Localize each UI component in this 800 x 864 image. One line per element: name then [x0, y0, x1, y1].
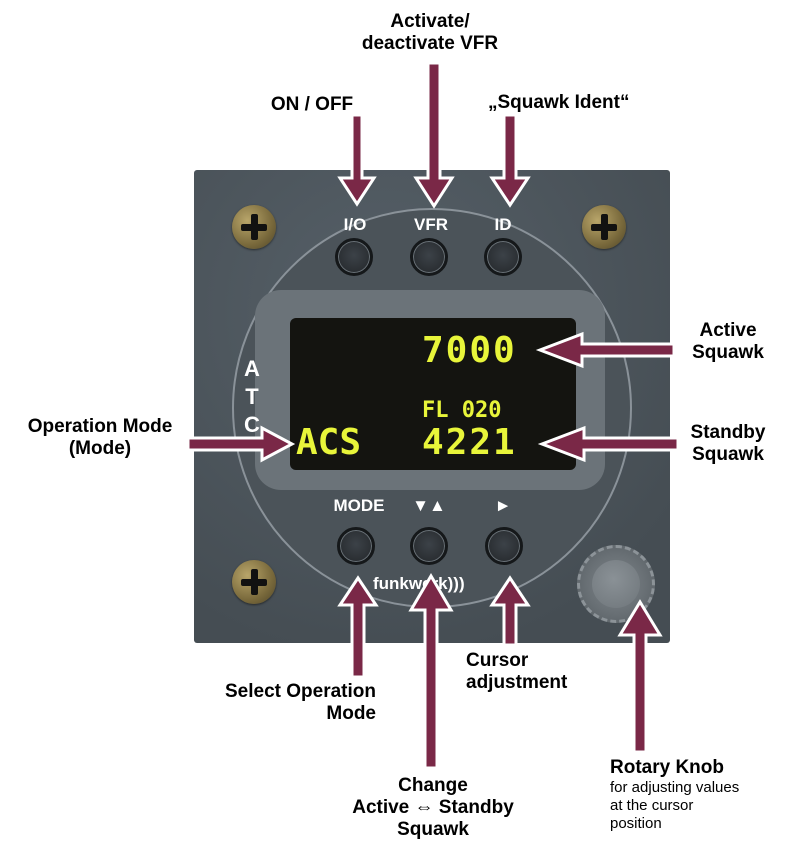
cursor-callout-line1: Cursor — [466, 650, 529, 671]
standby-squawk-callout-line1: Standby — [690, 422, 766, 443]
swap-button-label: ▼▲ — [412, 496, 446, 515]
cursor-callout-line2: adjustment — [466, 672, 568, 693]
onoff-callout-label: ON / OFF — [270, 94, 354, 115]
select-mode-callout-line1: Select Operation — [225, 681, 376, 702]
cursor-button[interactable] — [485, 527, 523, 565]
change-callout-line2: Active ⇔ Standby — [352, 797, 514, 818]
rotary-callout-line2: at the cursor — [610, 797, 694, 814]
standby-squawk-callout-line2: Squawk — [692, 444, 764, 465]
vfr-callout-line1: Activate/ — [390, 11, 470, 32]
swap-button[interactable] — [410, 527, 448, 565]
active-squawk-callout-line1: Active — [699, 320, 757, 341]
arrow-ident — [489, 113, 531, 208]
select-mode-callout-line2: Mode — [326, 703, 376, 724]
vfr-button-label: VFR — [414, 215, 448, 234]
ident-callout-label: „Squawk Ident“ — [488, 92, 630, 113]
screw-icon-top-left — [232, 205, 276, 249]
vfr-callout-line2: deactivate VFR — [361, 33, 499, 54]
change-callout-line1: Change — [398, 775, 468, 796]
vfr-callout-label: Activate/ deactivate VFR — [350, 11, 510, 55]
io-button[interactable] — [335, 238, 373, 276]
mode-button[interactable] — [337, 527, 375, 565]
change-callout-line3: Squawk — [397, 819, 469, 840]
standby-squawk-value: 4221 — [422, 422, 517, 463]
mode-button-label: MODE — [333, 496, 385, 515]
operation-mode-callout-line1: Operation Mode — [27, 416, 173, 437]
standby-squawk-callout-label: Standby Squawk — [678, 422, 778, 466]
lcd-display — [290, 318, 576, 470]
operation-mode-callout-label: Operation Mode (Mode) — [12, 416, 188, 460]
rotary-callout-line1: for adjusting values — [610, 779, 740, 796]
active-squawk-callout-line2: Squawk — [692, 342, 764, 363]
screw-icon-top-right — [582, 205, 626, 249]
arrow-rotary — [617, 599, 663, 754]
rotary-callout-title: Rotary Knob — [610, 757, 724, 778]
rotary-knob-cap[interactable] — [592, 560, 640, 608]
id-button-label: ID — [494, 215, 512, 234]
io-button-label: I/O — [343, 215, 367, 234]
atc-letter-a: A — [244, 356, 260, 381]
rotary-callout-label: Rotary Knob for adjusting values at the … — [610, 757, 800, 833]
active-squawk-callout-label: Active Squawk — [678, 320, 778, 364]
rotary-callout-line3: position — [610, 815, 662, 832]
select-mode-callout-label: Select Operation Mode — [196, 681, 376, 725]
arrow-operation-mode — [186, 425, 296, 463]
arrow-cursor — [489, 575, 531, 647]
arrow-vfr — [413, 61, 455, 209]
arrow-select-mode — [337, 575, 379, 679]
active-squawk-value: 7000 — [422, 330, 517, 371]
atc-letter-t: T — [245, 384, 259, 409]
signal-waves-icon: ))) — [447, 574, 465, 593]
screw-icon-bottom-left — [232, 560, 276, 604]
flight-level-value: FL 020 — [422, 398, 502, 423]
cursor-button-label: ► — [494, 496, 512, 515]
change-callout-label: Change Active ⇔ Standby Squawk — [330, 775, 536, 841]
atc-letter-c: C — [244, 412, 260, 437]
id-button[interactable] — [484, 238, 522, 276]
vfr-button[interactable] — [410, 238, 448, 276]
arrow-standby-squawk — [537, 425, 680, 463]
arrow-change — [408, 573, 454, 770]
arrow-active-squawk — [535, 331, 676, 369]
arrow-onoff — [337, 113, 377, 207]
cursor-callout-label: Cursor adjustment — [466, 650, 586, 694]
mode-value: ACS — [296, 422, 362, 463]
operation-mode-callout-line2: (Mode) — [68, 438, 132, 459]
